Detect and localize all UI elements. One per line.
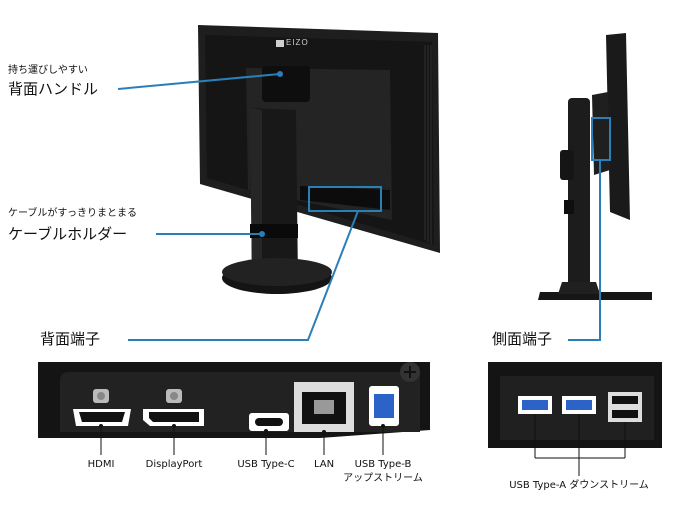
handle-title: 背面ハンドル: [8, 80, 99, 98]
usb-a-port-2: [562, 396, 596, 414]
side-port-panel: [488, 362, 662, 476]
monitor-side-view: [538, 33, 652, 300]
displayport-port: [143, 389, 204, 426]
usb-a-port-3: [608, 392, 642, 422]
rear-ports-title: 背面端子: [40, 330, 101, 348]
cable-holder-title: ケーブルホルダー: [8, 225, 128, 243]
eizo-logo: [276, 40, 284, 47]
callout-lines: [117, 71, 601, 341]
handle-subtitle: 持ち運びしやすい: [8, 65, 88, 76]
usb-a-port-1: [518, 396, 552, 414]
label-displayport: DisplayPort: [145, 459, 203, 470]
label-lan: LAN: [313, 459, 335, 470]
label-hdmi: HDMI: [87, 459, 115, 470]
rear-port-panel: [38, 362, 430, 455]
label-usb-b: USB Type-B: [354, 459, 412, 470]
side-ports-title: 側面端子: [492, 330, 553, 348]
label-usb-b-upstream: アップストリーム: [343, 473, 423, 484]
cable-holder-subtitle: ケーブルがすっきりまとまる: [8, 208, 137, 219]
label-usb-c: USB Type-C: [237, 459, 295, 470]
label-usb-a-downstream: USB Type-A ダウンストリーム: [509, 480, 649, 491]
hdmi-port: [73, 389, 131, 426]
usb-b-port: [369, 386, 399, 426]
usb-c-port: [249, 413, 289, 431]
lan-port: [294, 382, 354, 432]
eizo-logo-text: EIZO: [286, 38, 309, 47]
rear-ports-highlight: [308, 186, 382, 212]
monitor-rear-view: [198, 25, 440, 294]
